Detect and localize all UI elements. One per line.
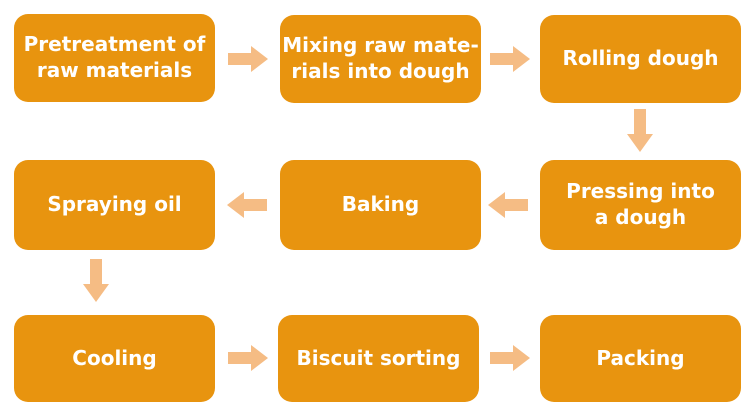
flow-step-pressing: Pressing into a dough <box>540 160 741 250</box>
arrow-down-icon <box>83 259 109 302</box>
arrow-right-icon <box>490 345 530 371</box>
flow-step-biscuit-sorting: Biscuit sorting <box>278 315 479 402</box>
arrow-left-icon <box>488 192 528 218</box>
arrow-right-icon <box>490 46 530 72</box>
flow-step-pretreatment: Pretreatment of raw materials <box>14 14 215 102</box>
flow-step-baking: Baking <box>280 160 481 250</box>
arrow-right-icon <box>228 46 268 72</box>
arrow-right-icon <box>228 345 268 371</box>
flow-step-cooling: Cooling <box>14 315 215 402</box>
arrow-down-icon <box>627 109 653 152</box>
flow-step-packing: Packing <box>540 315 741 402</box>
arrow-left-icon <box>227 192 267 218</box>
flow-step-rolling: Rolling dough <box>540 15 741 103</box>
flow-step-spraying-oil: Spraying oil <box>14 160 215 250</box>
flow-step-mixing: Mixing raw mate- rials into dough <box>280 15 481 103</box>
